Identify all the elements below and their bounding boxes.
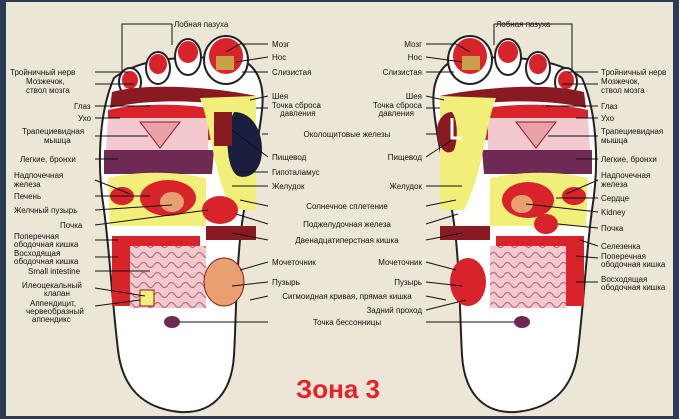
center-left-labels: Мозг Нос Слизистая Шея Точка сброса давл…: [272, 40, 322, 287]
leader-sigmoid-right: [426, 296, 446, 300]
label-neck-cl: Шея: [272, 92, 288, 101]
label-cerebellum-left-1: Мозжечок,: [26, 77, 65, 86]
right-foot: [433, 36, 596, 412]
right-transverse-colon: [496, 236, 584, 246]
label-pancreas-c: Поджелудочная железа: [303, 220, 391, 229]
left-foot: [100, 36, 263, 412]
right-small-intestine: [490, 246, 566, 308]
left-toe-1-zone: [122, 71, 138, 89]
label-gallbladder-cl: Пузырь: [272, 278, 300, 287]
left-toe-2-zone: [149, 54, 167, 74]
label-lungs-left: Легкие, бронхи: [20, 155, 76, 164]
label-adrenal-left-2: железа: [14, 180, 41, 189]
label-nose-cr: Нос: [408, 53, 422, 62]
label-descending-right-2: ободочная кишка: [601, 283, 666, 292]
label-lungs-right: Легкие, бронхи: [601, 155, 657, 164]
label-gallbladder-cr: Пузырь: [394, 278, 422, 287]
label-heart-right: Сердце: [601, 194, 630, 203]
leader-bladder-left: [240, 262, 268, 270]
label-neck-cr: Шея: [406, 92, 422, 101]
left-transverse-colon: [112, 236, 200, 246]
zone-label: Зона 3: [296, 374, 380, 404]
right-nose-zone: [462, 56, 480, 70]
left-toe-3-zone: [178, 41, 198, 63]
label-trapezius-right-1: Трапециевидная: [601, 127, 663, 136]
label-duodenum-c: Двенадцатиперстная кишка: [295, 236, 399, 245]
leader-bladder-right: [426, 262, 456, 270]
right-bladder-zone: [450, 258, 486, 306]
label-transverse-right-2: ободочная кишка: [601, 260, 666, 269]
label-trapezius-left-1: Трапециевидная: [22, 127, 84, 136]
label-cerebellum-left-2: ствол мозга: [26, 86, 70, 95]
label-drain-cl-2: давления: [280, 109, 316, 118]
right-toe-1-zone: [558, 71, 574, 89]
center-right-labels: Мозг Нос Слизистая Шея Точка сброса давл…: [366, 40, 422, 315]
label-cerebellum-right-2: ствол мозга: [601, 86, 645, 95]
label-spleen-right: Селезенка: [601, 242, 641, 251]
label-hypothalamus-cl: Гипоталамус: [272, 168, 320, 177]
label-stomach-cl: Желудок: [272, 182, 305, 191]
label-frontal-sinus-right: Лобная пазуха: [496, 20, 551, 29]
left-lungs-zone: [104, 150, 214, 174]
label-bladder-cr: Мочеточник: [378, 258, 422, 267]
label-kidney-left: Почка: [60, 221, 83, 230]
label-ear-right: Ухо: [601, 114, 615, 123]
left-ileocecal-zone: [140, 290, 154, 306]
left-duodenum-zone: [206, 226, 256, 240]
label-trigeminal-left: Тройничный нерв: [10, 68, 75, 77]
label-liver-left: Печень: [14, 192, 41, 201]
left-esophagus-zone: [214, 112, 232, 146]
label-insomnia-c: Точка бессонницы: [313, 318, 381, 327]
label-esophagus-cr: Пищевод: [388, 153, 423, 162]
label-adrenal-right-2: железа: [601, 180, 628, 189]
label-ascending-left-2: ободочная кишка: [14, 257, 79, 266]
right-descending-colon: [566, 246, 584, 306]
label-mucous-cr: Слизистая: [383, 68, 422, 77]
label-adrenal-right-1: Надпочечная: [601, 171, 650, 180]
label-esophagus-cl: Пищевод: [272, 153, 307, 162]
label-ileocecal-left-2: клапан: [44, 289, 70, 298]
right-adrenal-zone: [562, 187, 586, 205]
label-ear-left: Ухо: [78, 114, 92, 123]
label-frontal-sinus-left: Лобная пазуха: [174, 20, 229, 29]
label-brain-cl: Мозг: [272, 40, 290, 49]
label-kidney-en-right: Kidney: [601, 208, 625, 217]
label-small-intestine-left: Small intestine: [28, 267, 81, 276]
label-transverse-left-2: ободочная кишка: [14, 240, 79, 249]
label-kidney-right: Почка: [601, 224, 624, 233]
left-ascending-colon: [112, 246, 130, 306]
label-bladder-cl: Мочеточник: [272, 258, 316, 267]
right-duodenum-zone: [440, 226, 490, 240]
leader-sigmoid-left: [250, 296, 268, 300]
label-drain-cr-2: давления: [378, 109, 414, 118]
label-sigmoid-c: Сигмоидная кривая, прямая кишка: [282, 292, 412, 301]
label-cerebellum-right-1: Мозжечок,: [601, 77, 640, 86]
right-insomnia-point: [514, 316, 530, 328]
label-trapezius-left-2: мышца: [44, 136, 71, 145]
label-eye-right: Глаз: [601, 102, 618, 111]
right-toe-2-zone: [529, 54, 547, 74]
right-kidney-zone: [534, 214, 558, 234]
right-lungs-zone: [482, 150, 592, 174]
label-adrenal-left-1: Надпочечная: [14, 171, 63, 180]
label-nose-cl: Нос: [272, 53, 286, 62]
left-gallbladder-zone: [160, 192, 184, 212]
label-stomach-cr: Желудок: [390, 182, 423, 191]
label-trapezius-right-2: мышца: [601, 136, 628, 145]
left-nose-zone: [216, 56, 234, 70]
label-appendix-left-3: аппендикс: [32, 315, 71, 324]
label-rectum-cr: Задний проход: [366, 306, 422, 315]
left-insomnia-point: [164, 316, 180, 328]
label-thyroid-c: Околощитовые железы: [304, 130, 391, 139]
right-toe-3-zone: [498, 41, 518, 63]
label-trigeminal-right: Тройничный нерв: [601, 68, 666, 77]
label-brain-cr: Мозг: [404, 40, 422, 49]
label-gallbladder-left: Желчный пузырь: [14, 206, 77, 215]
label-solar-c: Солнечное сплетение: [306, 202, 388, 211]
left-bladder-zone: [204, 258, 244, 306]
label-mucous-cl: Слизистая: [272, 68, 311, 77]
label-eye-left: Глаз: [74, 102, 91, 111]
